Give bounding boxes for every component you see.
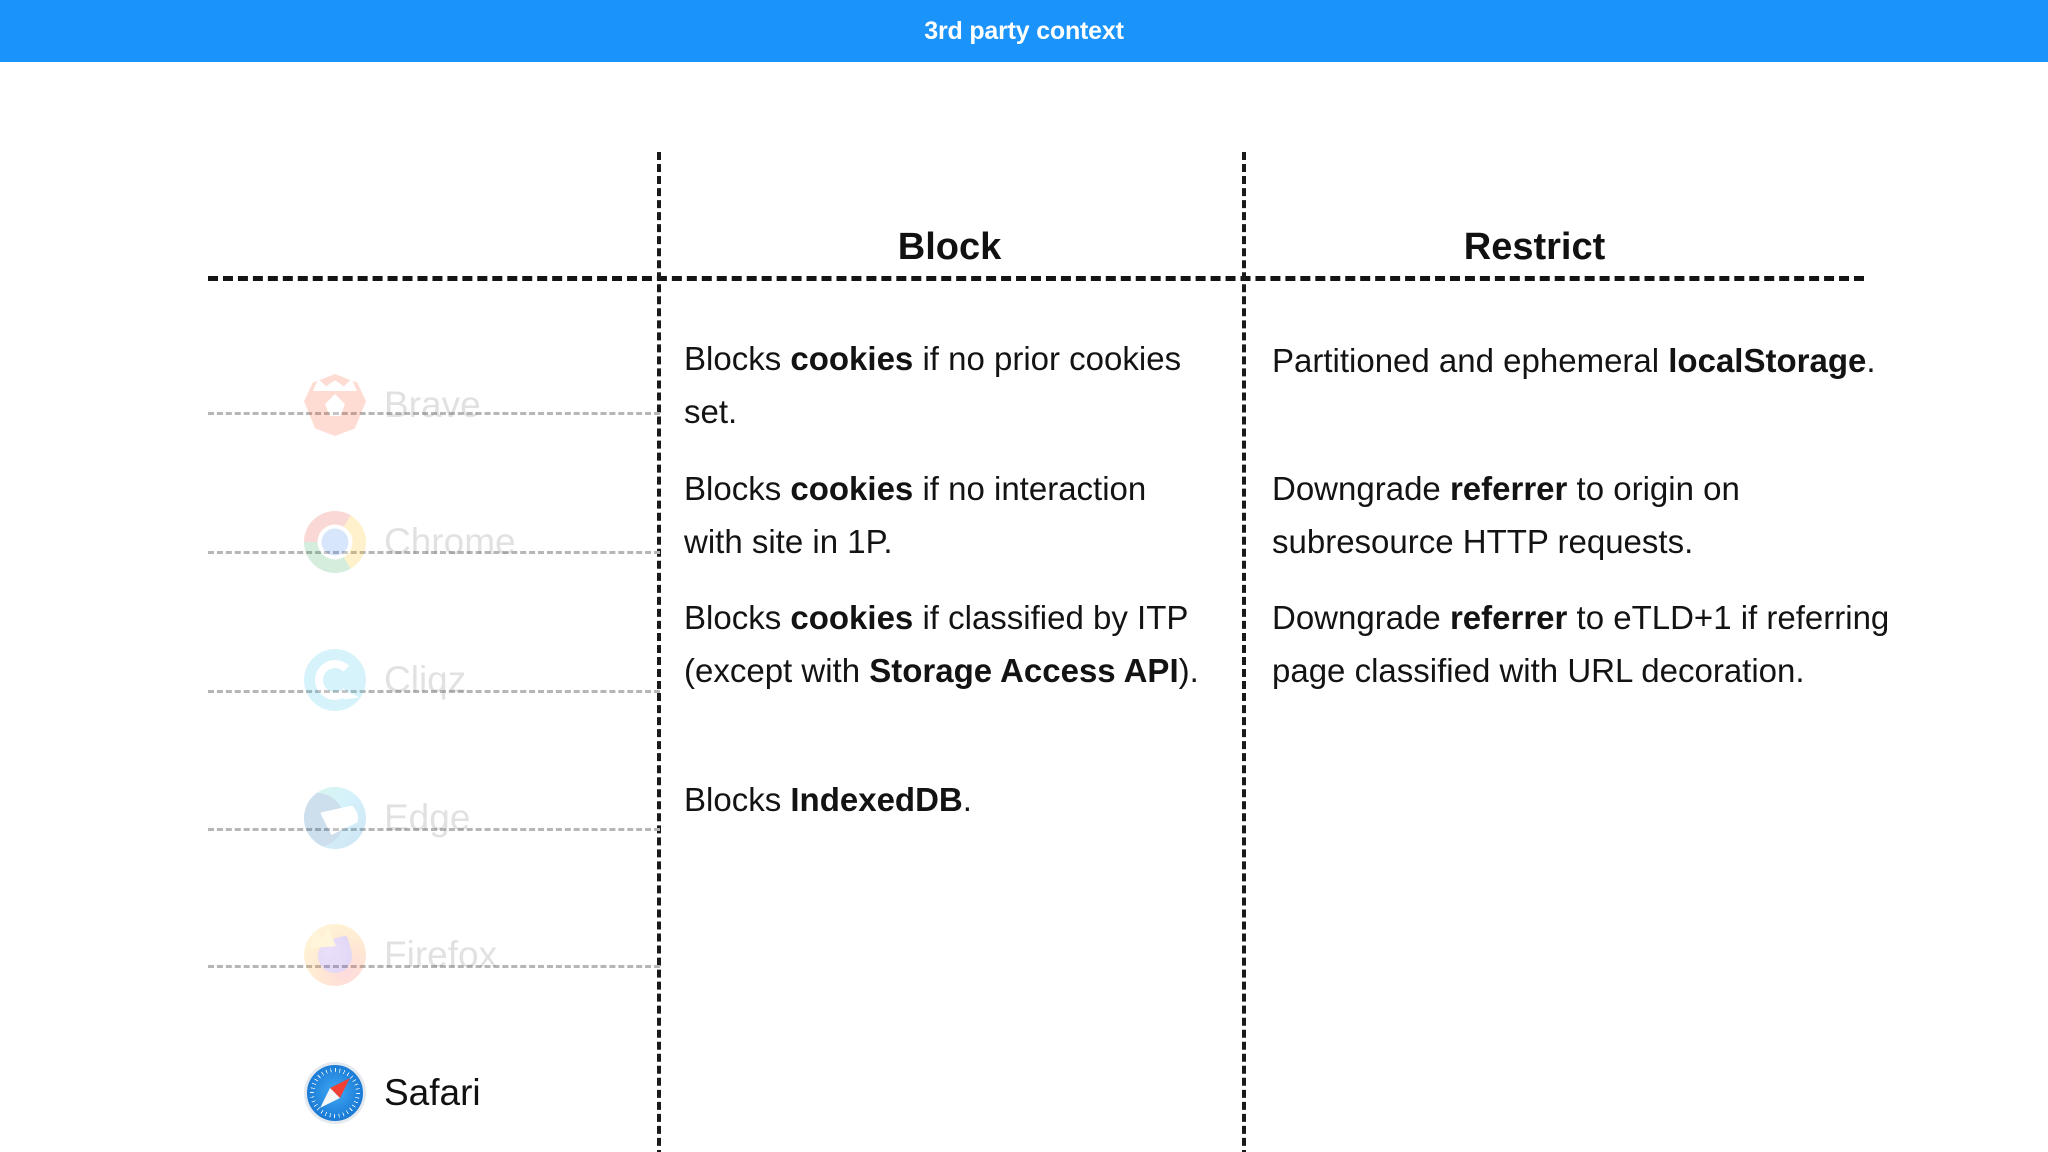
row-divider [208,690,660,693]
comparison-table: Block Restrict Brave Chrome Cliqz Edge [0,62,2048,1152]
brave-icon [304,374,366,436]
table-row-firefox[interactable]: Firefox [208,895,660,1015]
table-row-chrome[interactable]: Chrome [208,482,660,602]
cell-restrict-1: Partitioned and ephemeral localStorage. [1272,342,1876,379]
browser-label: Cliqz [384,659,467,700]
cell-restrict-3: Downgrade referrer to eTLD+1 if referrin… [1272,599,1890,689]
browser-label: Firefox [384,934,498,975]
safari-icon [304,1062,366,1124]
cell-block-3: Blocks cookies if classified by ITP (exc… [684,599,1199,689]
row-divider [208,828,660,831]
cell-block-2: Blocks cookies if no interaction with si… [684,470,1147,560]
column-divider-2 [1242,152,1246,1152]
browser-label: Chrome [384,521,516,562]
table-row-safari[interactable]: Safari [208,1033,660,1152]
cell-block-4: Blocks IndexedDB. [684,781,972,818]
table-row-brave[interactable]: Brave [208,345,660,465]
browser-label: Safari [384,1072,481,1113]
cell-restrict-2: Downgrade referrer to origin on subresou… [1272,470,1740,560]
browser-label: Edge [384,797,471,838]
row-divider [208,551,660,554]
cell-block-1: Blocks cookies if no prior cookies set. [684,340,1182,430]
table-row-edge[interactable]: Edge [208,758,660,878]
edge-icon [304,787,366,849]
header-banner: 3rd party context [0,0,2048,62]
page-title: 3rd party context [924,16,1124,45]
column-divider-1 [657,152,661,1152]
table-row-cliqz[interactable]: Cliqz [208,620,660,740]
row-divider [208,412,660,415]
firefox-icon [304,924,366,986]
column-header-restrict: Restrict [1463,226,1606,268]
header-divider [208,276,1864,281]
browser-label: Brave [384,384,481,425]
chrome-icon [304,511,366,573]
cliqz-icon [304,649,366,711]
row-divider [208,965,660,968]
column-header-block: Block [897,226,1002,268]
